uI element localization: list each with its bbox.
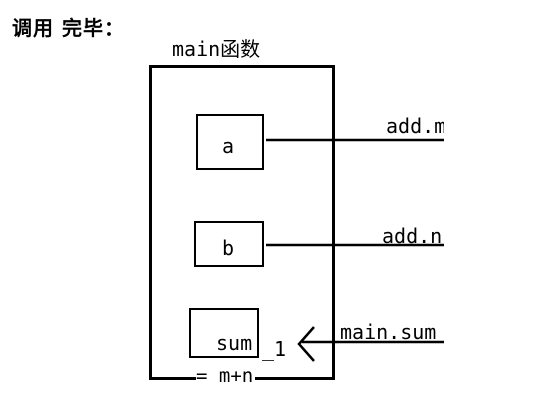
reference-label-add-m: add.m: [386, 114, 444, 138]
variable-label-a: a: [222, 134, 235, 158]
reference-label-main-sum: main.sum: [340, 320, 437, 344]
main-frame-title: main函数: [172, 37, 261, 61]
variable-box-b: [194, 221, 264, 267]
variable-label-sum-suffix: _1: [262, 337, 287, 361]
variable-label-sum: sum: [214, 331, 255, 355]
variable-label-b: b: [222, 236, 235, 260]
variable-box-a: [196, 114, 264, 170]
reference-label-add-n: add.n: [382, 224, 443, 248]
diagram-heading: 调用 完毕：: [12, 16, 125, 40]
sum-expression: = m+n: [196, 365, 256, 387]
variable-box-sum: [189, 308, 259, 358]
